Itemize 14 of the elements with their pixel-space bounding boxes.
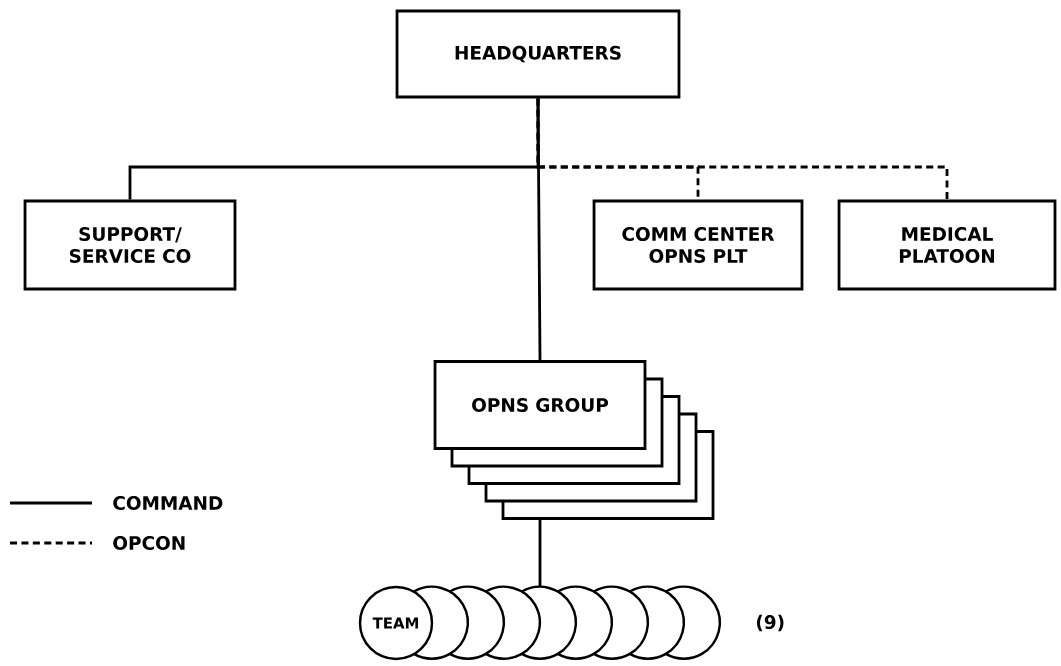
stacked-box (467, 395, 681, 485)
count-label: (9) (756, 614, 784, 632)
stacked-box (484, 412, 698, 503)
unit-box: SUPPORT/ SERVICE CO (23, 199, 237, 291)
stacked-box (501, 430, 715, 520)
legend-label: OPCON (113, 536, 185, 550)
stacked-box (450, 377, 664, 468)
unit-box: HEADQUARTERS (395, 9, 681, 99)
unit-box: OPNS GROUP (433, 360, 647, 450)
connector-line (538, 518, 542, 587)
legend-label: COMMAND (113, 496, 223, 510)
connector-line (536, 98, 542, 361)
unit-box: MEDICAL PLATOON (837, 199, 1057, 291)
unit-box: COMM CENTER OPNS PLT (592, 199, 804, 291)
